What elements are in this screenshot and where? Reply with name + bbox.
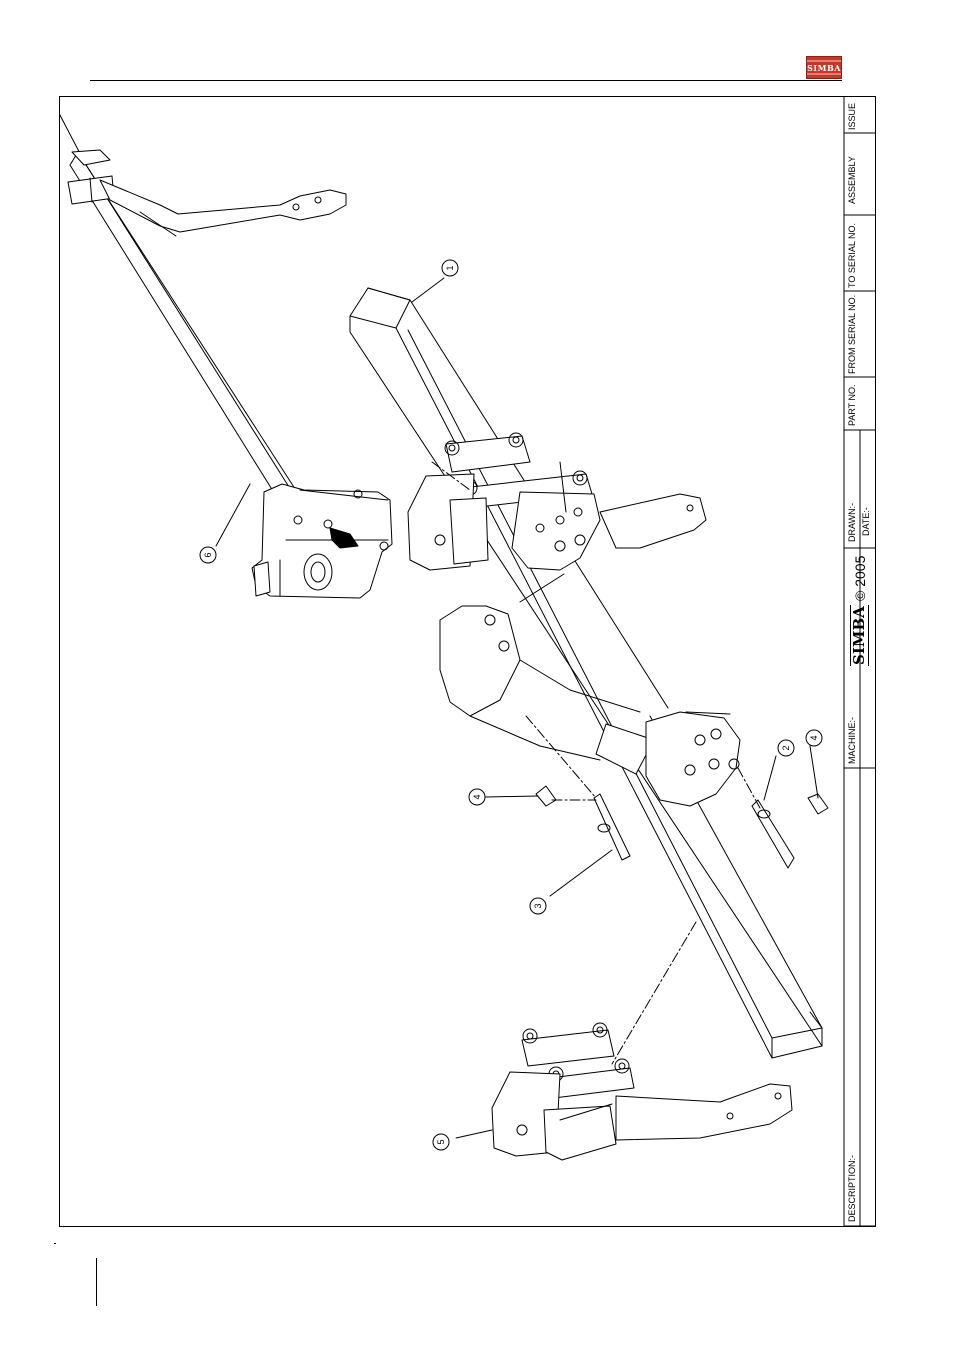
callout-5: 5 [436, 1139, 446, 1144]
header-rule [90, 80, 842, 81]
upper-clamp-bracket [408, 433, 706, 570]
logo-text: SIMBA [807, 63, 841, 73]
lower-leg-assembly-item-5 [492, 1023, 792, 1160]
page-margin-rule [96, 1258, 97, 1306]
simba-logo-badge: SIMBA [806, 56, 842, 79]
arm-assembly-item-6 [60, 97, 392, 598]
callout-4b: 4 [809, 735, 819, 740]
tb-machine: MACHINE:- [848, 717, 857, 764]
main-beam-item-1 [350, 288, 822, 1058]
tb-to-serial: TO SERIAL NO. [848, 223, 857, 288]
tb-copyright: © 2005 [853, 556, 867, 601]
tb-part-no: PART NO. [848, 384, 857, 426]
callout-6: 6 [203, 552, 213, 557]
callout-3: 3 [533, 903, 543, 908]
callout-2: 2 [781, 745, 791, 750]
callout-1: 1 [445, 265, 455, 270]
exploded-assembly-drawing: 1 2 4 4 3 5 6 [60, 97, 875, 1226]
tb-date: DATE:- [862, 507, 871, 536]
callout-bubbles [200, 260, 822, 1150]
page-mark [54, 1243, 56, 1244]
tb-assembly: ASSEMBLY [848, 156, 857, 204]
tb-from-serial: FROM SERIAL NO. [848, 295, 857, 374]
lower-side-bracket [646, 712, 740, 806]
tb-simba-logo: SIMBA [850, 605, 869, 666]
tb-drawn: DRAWN:- [848, 503, 857, 542]
callout-leaders [216, 278, 818, 1138]
callout-4a: 4 [472, 794, 482, 799]
tb-issue: ISSUE [848, 103, 857, 130]
tb-description: DESCRIPTION:- [848, 1155, 857, 1222]
